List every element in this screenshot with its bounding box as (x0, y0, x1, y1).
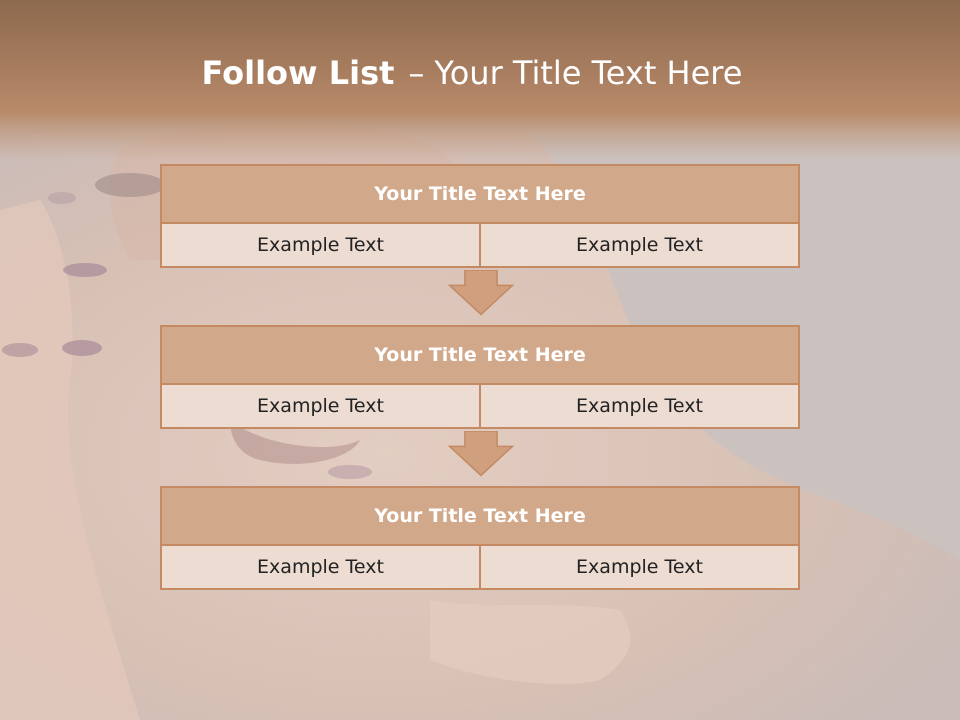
block-title: Your Title Text Here (162, 488, 798, 546)
block-title: Your Title Text Here (162, 166, 798, 224)
title-rest: Your Title Text Here (434, 54, 743, 92)
slide-title: Follow List–Your Title Text Here (0, 54, 944, 92)
list-block-2: Your Title Text Here Example Text Exampl… (160, 325, 800, 429)
down-arrow-icon (447, 431, 515, 477)
block-cell-left: Example Text (162, 546, 481, 588)
block-cell-right: Example Text (481, 385, 798, 427)
list-block-3: Your Title Text Here Example Text Exampl… (160, 486, 800, 590)
title-bold: Follow List (201, 54, 395, 92)
list-block-1: Your Title Text Here Example Text Exampl… (160, 164, 800, 268)
down-arrow-icon (447, 270, 515, 316)
title-dash: – (408, 54, 425, 92)
block-title: Your Title Text Here (162, 327, 798, 385)
block-cell-left: Example Text (162, 224, 481, 266)
block-cell-left: Example Text (162, 385, 481, 427)
header-band (0, 0, 960, 160)
block-cell-right: Example Text (481, 546, 798, 588)
block-cell-right: Example Text (481, 224, 798, 266)
